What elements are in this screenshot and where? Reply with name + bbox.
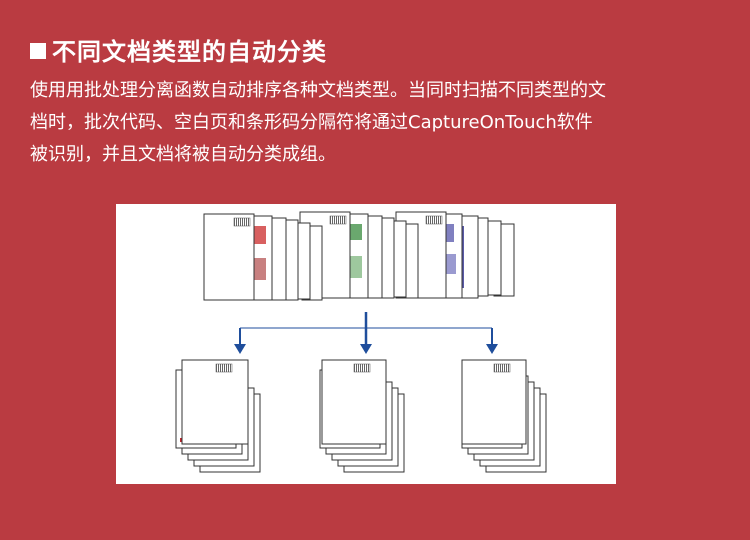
sorting-diagram-svg <box>175 211 547 473</box>
square-bullet-icon <box>30 43 46 59</box>
arrow-down-icon <box>234 344 246 354</box>
description-paragraph: 使用用批处理分离函数自动排序各种文档类型。当同时扫描不同类型的文 档时，批次代码… <box>30 75 720 171</box>
description-line-1: 使用用批处理分离函数自动排序各种文档类型。当同时扫描不同类型的文 <box>30 80 606 101</box>
sorted-stack-group-3 <box>461 359 547 473</box>
section-title: 不同文档类型的自动分类 <box>30 32 327 67</box>
section-title-text: 不同文档类型的自动分类 <box>52 38 327 66</box>
stack-group-1-pages <box>203 213 323 301</box>
sorted-stack-group-2 <box>319 359 405 473</box>
description-line-2: 档时，批次代码、空白页和条形码分隔符将通过CaptureOnTouch软件 <box>30 112 593 133</box>
arrow-down-icon <box>360 344 372 354</box>
mixed-document-stack <box>203 211 515 301</box>
stack-group-3-pages <box>395 211 515 299</box>
sorting-arrows <box>234 312 498 354</box>
arrow-down-icon <box>486 344 498 354</box>
sorted-stack-group-1 <box>175 359 261 473</box>
description-line-3: 被识别，并且文档将被自动分类成组。 <box>30 144 336 165</box>
document-sorting-illustration <box>116 204 616 484</box>
